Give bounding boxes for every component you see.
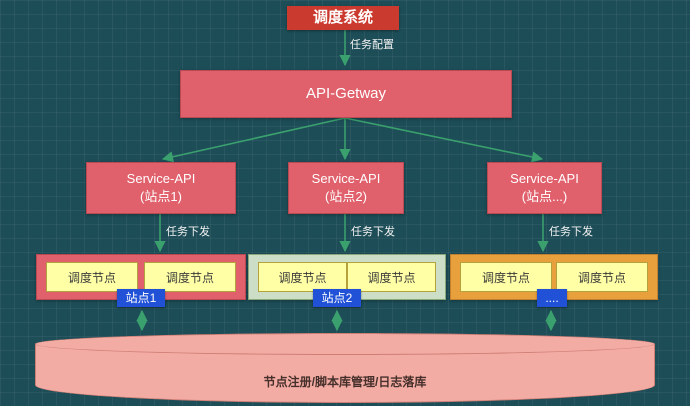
service-api-site-label: (站点...) <box>521 189 568 204</box>
service-api-label: Service-API <box>126 171 196 187</box>
service-api-box-2: Service-API (站点2) <box>288 162 404 214</box>
dispatch-label-3: 任务下发 <box>549 226 593 238</box>
service-api-site-label: (站点2) <box>325 189 367 204</box>
api-gateway-box: API-Getway <box>180 70 512 118</box>
scheduler-node: 调度节点 <box>556 262 648 292</box>
scheduler-node: 调度节点 <box>460 262 552 292</box>
arrow-gateway-to-service-1 <box>161 117 346 163</box>
scheduler-node: 调度节点 <box>144 262 236 292</box>
service-api-box-1: Service-API (站点1) <box>86 162 236 214</box>
service-api-label: Service-API <box>311 171 381 187</box>
site-tag-1: 站点1 <box>117 289 165 307</box>
dispatch-label-1: 任务下发 <box>166 226 210 238</box>
database-label: 节点注册/脚本库管理/日志落库 <box>263 375 427 389</box>
arrow-gateway-to-service-3 <box>344 117 544 163</box>
config-arrow-label: 任务配置 <box>350 39 394 51</box>
service-api-site-label: (站点1) <box>140 189 182 204</box>
scheduler-node: 调度节点 <box>258 262 347 292</box>
scheduler-node: 调度节点 <box>347 262 436 292</box>
system-title: 调度系统 <box>287 6 399 30</box>
cylinder-top-ellipse <box>35 333 655 355</box>
database-cylinder: 节点注册/脚本库管理/日志落库 <box>35 333 655 403</box>
site-tag-3: .... <box>537 289 567 307</box>
site-tag-2: 站点2 <box>313 289 361 307</box>
service-api-box-3: Service-API (站点...) <box>487 162 602 214</box>
service-api-label: Service-API <box>510 171 579 187</box>
scheduler-node: 调度节点 <box>46 262 138 292</box>
dispatch-label-2: 任务下发 <box>351 226 395 238</box>
